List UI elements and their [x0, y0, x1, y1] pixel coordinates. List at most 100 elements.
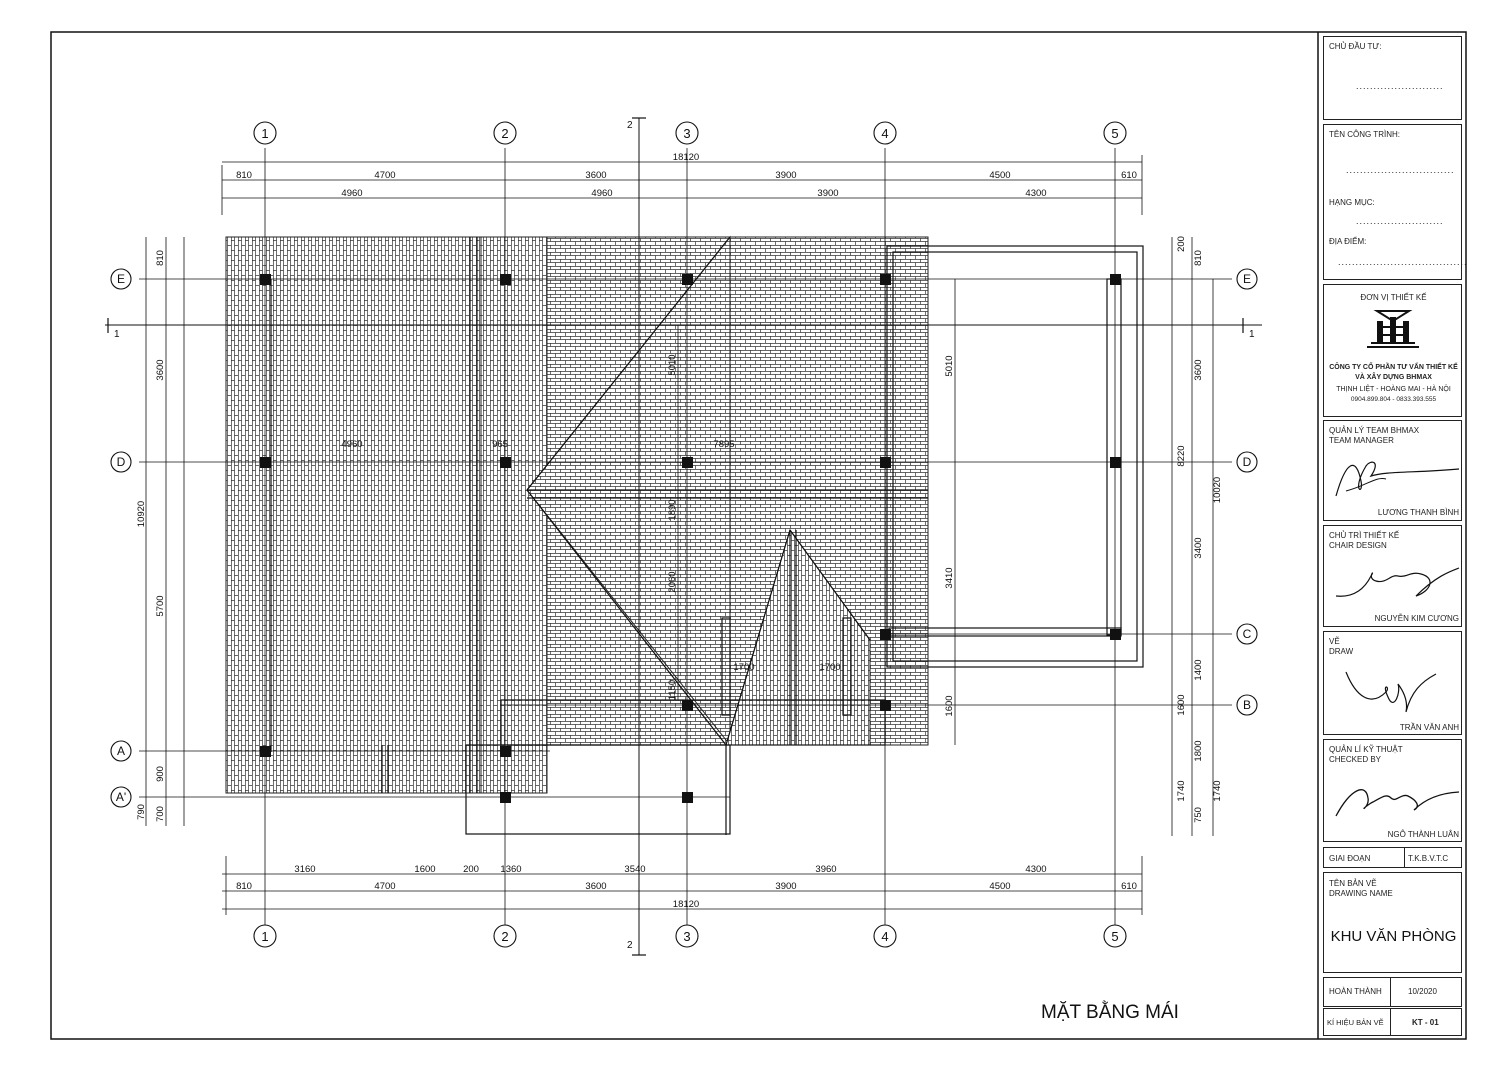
dim-top1-e: 4500: [989, 170, 1010, 181]
owner-box: CHỦ ĐẦU TƯ: .........................: [1323, 36, 1462, 120]
draw-name: TRẦN VĂN ANH: [1399, 723, 1459, 732]
project-label: TÊN CÔNG TRÌNH:: [1329, 130, 1400, 139]
check-label2: CHECKED BY: [1329, 755, 1382, 764]
drawing-name-label2: DRAWING NAME: [1329, 889, 1393, 898]
company-phone: 0904.899.804 - 0833.393.555: [1350, 396, 1437, 403]
owner-label: CHỦ ĐẦU TƯ:: [1329, 42, 1382, 51]
dim-top2-c: 3900: [817, 188, 838, 199]
axis-bubbles-side: [110, 268, 1258, 808]
dim-top2-d: 4300: [1025, 188, 1046, 199]
dim-inner-d: 5010: [944, 355, 955, 376]
dim-bot1-a: 3160: [294, 864, 315, 875]
check-box: QUẢN LÍ KỸ THUẬT CHECKED BY NGÔ THÀNH LU…: [1323, 739, 1462, 842]
designer-box: ĐƠN VỊ THIẾT KẾ CÔNG TY CỔ PHẦN TƯ VẤN T…: [1323, 284, 1462, 417]
drawing-name: KHU VĂN PHÒNG: [1330, 928, 1457, 945]
section-mark-1-left: 1: [114, 329, 120, 340]
dim-bot2-f: 610: [1121, 881, 1137, 892]
dim-bot1-g: 4300: [1025, 864, 1046, 875]
complete-value: 10/2020: [1408, 987, 1437, 996]
dim-bot2-b: 4700: [374, 881, 395, 892]
drawing-title: MẶT BẰNG MÁI: [1041, 1001, 1179, 1023]
dim-inner-i: 5010: [667, 354, 678, 375]
axis-label-left-A2: A': [116, 790, 126, 804]
dim-right-g: 1740: [1176, 780, 1187, 801]
dim-left-b: 3600: [155, 359, 166, 380]
axis-label-right-C: C: [1243, 627, 1252, 641]
dim-inner-k: 2060: [667, 571, 678, 592]
axis-label-left-A: A: [117, 744, 125, 758]
manager-signature-icon: [1335, 461, 1460, 497]
roof-mid-wing: [480, 236, 548, 794]
owner-dots: .........................: [1356, 81, 1444, 91]
dim-left-e: 790: [136, 804, 147, 820]
complete-box: HOÀN THÀNH 10/2020: [1323, 977, 1462, 1007]
phase-box: GIAI ĐOẠN T.K.B.V.T.C: [1323, 847, 1462, 868]
check-signature-icon: [1335, 789, 1460, 817]
code-value: KT - 01: [1412, 1018, 1439, 1027]
dim-right-h: 750: [1193, 807, 1204, 823]
drawing-name-box: TÊN BẢN VẼ DRAWING NAME KHU VĂN PHÒNG: [1323, 872, 1462, 973]
axis-label-top-4: 4: [881, 126, 888, 141]
dim-bot1-b: 1600: [414, 864, 435, 875]
phase-value: T.K.B.V.T.C: [1408, 854, 1449, 863]
section-mark-2-bottom: 2: [627, 940, 633, 951]
dim-inner-f: 1600: [944, 695, 955, 716]
dim-bot1-f: 3960: [815, 864, 836, 875]
roof-tiles: [225, 235, 929, 794]
dim-right-mid-a: 8220: [1176, 445, 1187, 466]
axis-label-bottom-5: 5: [1111, 929, 1118, 944]
axis-label-bottom-1: 1: [261, 929, 268, 944]
dim-inner-l: 1150: [667, 680, 678, 700]
check-name: NGÔ THÀNH LUÂN: [1387, 830, 1459, 839]
axis-bubbles-top: [253, 121, 1127, 948]
dim-top1-b: 4700: [374, 170, 395, 181]
item-label: HẠNG MỤC:: [1329, 198, 1375, 207]
dim-inner-a: 4960: [341, 439, 362, 450]
chair-signature-icon: [1335, 567, 1460, 597]
dim-inner-g: 1700: [733, 662, 754, 673]
dim-left-a: 810: [155, 250, 166, 266]
axis-label-bottom-3: 3: [683, 929, 690, 944]
complete-label: HOÀN THÀNH: [1329, 987, 1382, 996]
location-dots: .....................................: [1338, 257, 1468, 267]
company-line1: CÔNG TY CỔ PHẦN TƯ VẤN THIẾT KẾ: [1329, 364, 1458, 371]
drawing-name-label1: TÊN BẢN VẼ: [1329, 879, 1377, 888]
section-marks: [107, 117, 1244, 956]
dim-inner-j: 1890: [667, 499, 678, 520]
sheet-border: [50, 31, 1467, 1040]
designer-unit-label: ĐƠN VỊ THIẾT KẾ: [1360, 293, 1427, 302]
dim-inner-c: 7895: [713, 439, 734, 450]
dim-top1-f: 610: [1121, 170, 1137, 181]
axis-label-left-E: E: [117, 272, 125, 286]
dim-top1-a: 810: [236, 170, 252, 181]
axis-label-top-1: 1: [261, 126, 268, 141]
axis-label-right-D: D: [1243, 455, 1252, 469]
draw-label2: DRAW: [1329, 647, 1354, 656]
dim-bot2-a: 810: [236, 881, 252, 892]
draw-signature-icon: [1345, 671, 1437, 713]
dim-left-c: 5700: [155, 595, 166, 616]
phase-label: GIAI ĐOẠN: [1329, 854, 1371, 863]
code-box: KÍ HIỆU BẢN VẼ KT - 01: [1323, 1008, 1462, 1036]
dim-top1-d: 3900: [775, 170, 796, 181]
axis-label-bottom-4: 4: [881, 929, 888, 944]
section-mark-2-top: 2: [627, 120, 633, 131]
dim-right-mid-b: 10020: [1212, 477, 1223, 503]
draw-box: VẼ DRAW TRẦN VĂN ANH: [1323, 631, 1462, 735]
axis-label-top-3: 3: [683, 126, 690, 141]
dim-top2-b: 4960: [591, 188, 612, 199]
chair-label1: CHỦ TRÌ THIẾT KẾ: [1329, 531, 1400, 540]
dim-right-d: 1400: [1193, 659, 1204, 680]
axis-label-bottom-2: 2: [501, 929, 508, 944]
manager-label1: QUẢN LÝ TEAM BHMAX: [1329, 426, 1420, 435]
dim-right-f: 1800: [1193, 740, 1204, 761]
dim-bot2-c: 3600: [585, 881, 606, 892]
axis-label-right-B: B: [1243, 698, 1251, 712]
chair-box: CHỦ TRÌ THIẾT KẾ CHAIR DESIGN NGUYỄN KIM…: [1323, 525, 1462, 627]
dim-bot1-d: 1360: [500, 864, 521, 875]
dim-top2-a: 4960: [341, 188, 362, 199]
bhmax-logo-icon: [1367, 310, 1419, 348]
company-address: THỊNH LIỆT - HOÀNG MAI - HÀ NỘI: [1336, 386, 1451, 393]
manager-box: QUẢN LÝ TEAM BHMAX TEAM MANAGER LƯƠNG TH…: [1323, 420, 1462, 521]
